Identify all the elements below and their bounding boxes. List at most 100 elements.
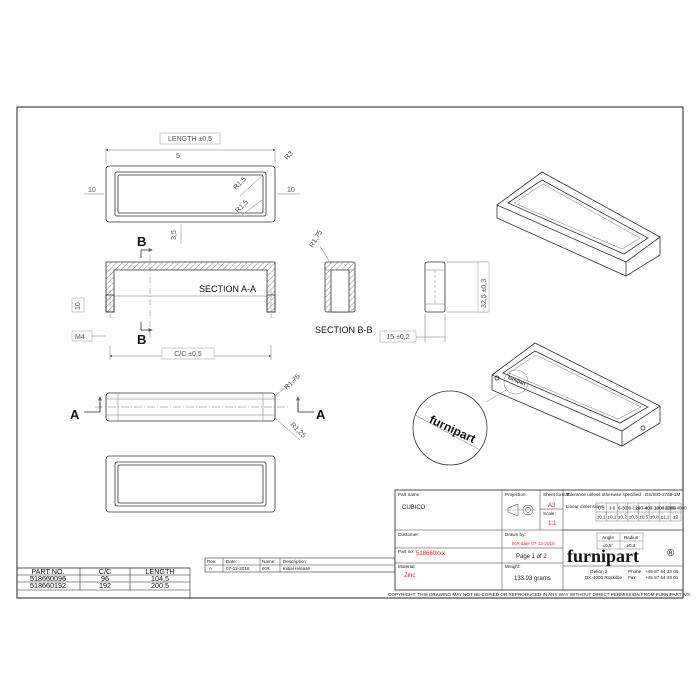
section-b-b-view: R1,75 SECTION B-B <box>309 229 373 335</box>
weight-label: Weight: <box>505 564 521 569</box>
rev-row-rev: A <box>209 566 213 571</box>
copyright-notice: COPYRIGHT: THIS DRAWING MAY NOT BE COPIE… <box>388 592 690 597</box>
linear-value: ±2 <box>673 515 679 520</box>
table-row: 200,5 <box>151 581 169 590</box>
dim-r3: R3 <box>283 150 294 161</box>
dim-r1-75-bb: R1,75 <box>309 229 324 249</box>
dim-r1-25-front: R1,25 <box>289 421 307 439</box>
angle-value: ±0,5° <box>603 543 614 548</box>
linear-range: 0-3 <box>598 506 605 511</box>
rev-header-date: Date: <box>226 559 237 564</box>
rev-row-desc: Initial release <box>283 566 311 571</box>
dim-height: 32,5 ±0,3 <box>481 279 488 308</box>
drawn-by-label: Drawn by: <box>505 532 526 537</box>
rev-row-name: IKR <box>262 566 270 571</box>
angle-radius-grid: Angle Radius ±0,5° ±0,2 <box>596 532 644 550</box>
part-name-label: Part name: <box>398 492 420 497</box>
tolerance-grid: 0-3 3-6 6-30 30-120 120-400 400-1000 100… <box>595 502 687 522</box>
linear-range: 30-120 <box>626 506 641 511</box>
table-row: 192 <box>99 581 111 590</box>
phone-label: Phone <box>628 569 642 574</box>
linear-value: ±0,1 <box>607 515 616 520</box>
linear-value: ±1,2 <box>661 515 670 520</box>
brand-logo: furnipart <box>567 546 639 566</box>
isometric-detail-view: furnipart furnipart <box>412 342 661 466</box>
length-dimension: LENGTH ±0,5 <box>168 136 212 143</box>
linear-range: 2000-4000 <box>665 506 687 511</box>
linear-range: 6-30 <box>618 506 628 511</box>
dim-width: 15 ±0,2 <box>386 334 409 341</box>
linear-range: 1000-2000 <box>654 506 676 511</box>
section-a-a-view: B B SECTION A-A 10 M4 C/C ±0,5 <box>71 234 276 360</box>
section-a-a-title: SECTION A-A <box>199 284 256 294</box>
dim-10-thread: 10 <box>75 302 82 310</box>
drawn-by-value: IKR date 07-12-2016 <box>512 541 555 546</box>
linear-value: ±0,2 <box>618 515 627 520</box>
dim-3-5: 3,5 <box>171 230 178 240</box>
weight-value: 133.93 grams <box>514 576 551 582</box>
rev-header-rev: Rev. <box>207 559 216 564</box>
radius-value: ±0,2 <box>627 543 636 548</box>
linear-dimensions-label: Linear dimensions: <box>566 504 605 509</box>
rev-header-desc: Description: <box>283 559 307 564</box>
part-no-value: 518660xxx <box>416 551 445 557</box>
marker-b-bottom: B <box>137 332 146 347</box>
revision-table: Rev. Date: Name: Description: A 07-12-20… <box>204 557 396 573</box>
page-number: Page 1 of 2 <box>516 554 547 560</box>
linear-range: 120-400 <box>635 506 652 511</box>
company-address-2: DK-4000 Roskilde <box>585 575 622 580</box>
fax-label: Fax <box>628 575 636 580</box>
tolerance-title: Tolerance unless otherwise specified <box>566 492 641 497</box>
projection-symbol-icon <box>505 503 536 517</box>
parts-header-length: LENGTH <box>145 567 174 576</box>
linear-range: 400-1000 <box>645 506 665 511</box>
phone-value: +45 87 64 33 00 <box>645 569 679 574</box>
dim-10-left: 10 <box>88 187 96 194</box>
sheet-format-label: Sheet format: <box>543 492 571 497</box>
marker-a-left: A <box>70 407 80 422</box>
section-b-b-title: SECTION B-B <box>315 325 373 335</box>
parts-header-cc: C/C <box>99 567 111 576</box>
scale-label: Scale: <box>543 511 556 516</box>
dim-5: 5 <box>176 153 180 160</box>
bottom-view <box>105 455 276 513</box>
part-no-label: Part no: <box>398 549 414 554</box>
table-row: 104,5 <box>151 574 169 583</box>
dim-10-right: 10 <box>287 187 295 194</box>
scale-value: 1:1 <box>548 521 557 527</box>
projection-label: Projection: <box>505 492 527 497</box>
side-view: 32,5 ±0,3 15 ±0,2 <box>379 261 490 343</box>
part-name-value: CUBICO <box>402 505 426 511</box>
rev-row-date: 07-12-2016 <box>226 566 250 571</box>
linear-value: ±0,5 <box>639 515 648 520</box>
detail-logo: furnipart <box>427 412 478 446</box>
tolerance-standard: DS/ISO-2768-1M <box>645 492 680 497</box>
marker-b-top: B <box>137 234 146 249</box>
marker-a-right: A <box>316 407 326 422</box>
dim-r1-5-b: R1,5 <box>234 199 249 214</box>
small-logo: furnipart <box>507 375 526 387</box>
customer-label: Customer: <box>398 532 419 537</box>
linear-value: ±0,3 <box>629 515 638 520</box>
dim-r1-5-a: R1,5 <box>232 176 247 191</box>
dim-m4: M4 <box>75 334 85 341</box>
linear-value: ±0,8 <box>650 515 659 520</box>
top-view: LENGTH ±0,5 5 R3 10 10 R1,5 R1,5 3,5 <box>84 132 300 244</box>
parts-header-partno: PART NO. <box>31 567 64 576</box>
table-row: 518660096 <box>30 574 66 583</box>
fax-value: +45 87 64 33 01 <box>645 575 679 580</box>
front-view: A A R1,75 R1,25 <box>70 373 326 441</box>
sheet-format-value: A3 <box>548 503 556 509</box>
linear-range: 3-6 <box>609 506 616 511</box>
linear-value: ±0,1 <box>597 515 606 520</box>
radius-label: Radius <box>624 535 639 540</box>
drawing-border <box>16 106 684 599</box>
brand-registered-mark: ® <box>667 548 675 559</box>
dim-r1-75-front: R1,75 <box>283 373 301 391</box>
material-label: Material: <box>398 564 416 569</box>
cc-dimension: C/C ±0,5 <box>174 351 202 358</box>
rev-header-name: Name: <box>262 559 276 564</box>
angle-label: Angle <box>602 535 614 540</box>
table-row: 96 <box>101 574 109 583</box>
